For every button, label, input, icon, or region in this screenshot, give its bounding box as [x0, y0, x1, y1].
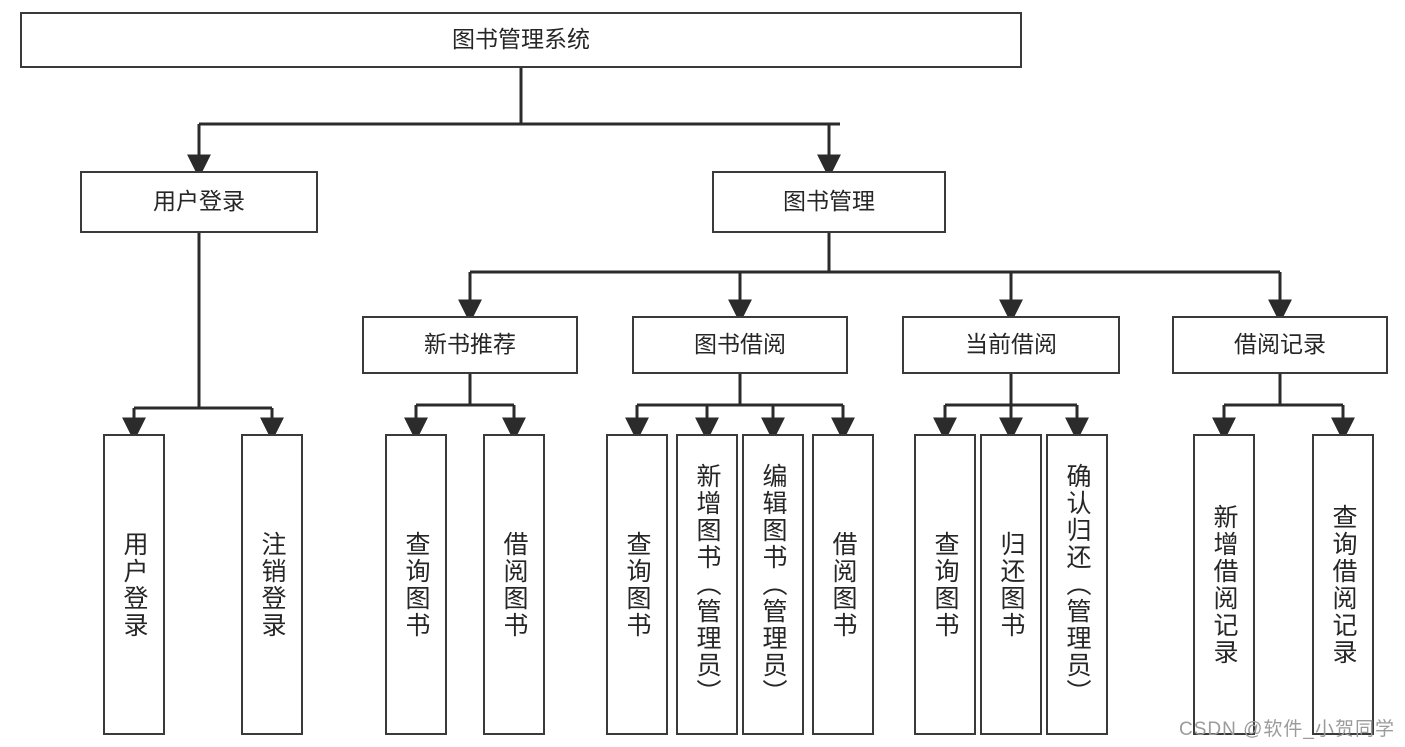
node-leaf-confirm-return-label: 确认归还（管理员）	[1063, 463, 1091, 706]
node-leaf-query-book-current-label: 查询图书	[931, 530, 959, 639]
node-leaf-query-borrow-record-label: 查询借阅记录	[1329, 503, 1357, 666]
node-leaf-edit-book[interactable]: 编辑图书（管理员）	[742, 434, 804, 735]
node-leaf-borrow-book-recommend-label: 借阅图书	[500, 530, 528, 639]
node-leaf-query-book-borrow[interactable]: 查询图书	[606, 434, 668, 735]
node-leaf-add-borrow-record-label: 新增借阅记录	[1210, 503, 1238, 666]
node-book-management-label: 图书管理	[783, 188, 875, 215]
node-leaf-return-book-label: 归还图书	[997, 530, 1025, 639]
node-leaf-query-book-current[interactable]: 查询图书	[914, 434, 976, 735]
node-book-borrow[interactable]: 图书借阅	[632, 316, 848, 374]
node-leaf-edit-book-label: 编辑图书（管理员）	[759, 463, 787, 706]
node-leaf-user-logout-label: 注销登录	[258, 530, 286, 639]
node-leaf-user-login-label: 用户登录	[120, 530, 148, 639]
node-leaf-user-logout[interactable]: 注销登录	[241, 434, 303, 735]
node-borrow-records-label: 借阅记录	[1234, 331, 1326, 358]
node-new-book-recommend[interactable]: 新书推荐	[362, 316, 578, 374]
node-leaf-add-borrow-record[interactable]: 新增借阅记录	[1193, 434, 1255, 735]
node-user-login[interactable]: 用户登录	[80, 171, 318, 233]
node-book-borrow-label: 图书借阅	[694, 331, 786, 358]
node-user-login-label: 用户登录	[153, 188, 245, 215]
node-leaf-query-borrow-record[interactable]: 查询借阅记录	[1312, 434, 1374, 735]
node-book-management[interactable]: 图书管理	[712, 171, 946, 233]
node-leaf-confirm-return[interactable]: 确认归还（管理员）	[1046, 434, 1108, 735]
watermark: CSDN @软件_小贺同学	[1179, 719, 1395, 740]
node-current-borrow[interactable]: 当前借阅	[902, 316, 1120, 374]
node-leaf-borrow-book-label: 借阅图书	[829, 530, 857, 639]
node-leaf-query-book-recommend[interactable]: 查询图书	[385, 434, 447, 735]
node-leaf-add-book-label: 新增图书（管理员）	[693, 463, 721, 706]
node-leaf-query-book-recommend-label: 查询图书	[402, 530, 430, 639]
node-root-label: 图书管理系统	[452, 26, 590, 53]
node-leaf-query-book-borrow-label: 查询图书	[623, 530, 651, 639]
node-leaf-user-login[interactable]: 用户登录	[103, 434, 165, 735]
node-current-borrow-label: 当前借阅	[965, 331, 1057, 358]
node-leaf-add-book[interactable]: 新增图书（管理员）	[676, 434, 738, 735]
node-leaf-borrow-book[interactable]: 借阅图书	[812, 434, 874, 735]
node-new-book-recommend-label: 新书推荐	[424, 331, 516, 358]
node-leaf-borrow-book-recommend[interactable]: 借阅图书	[483, 434, 545, 735]
node-leaf-return-book[interactable]: 归还图书	[980, 434, 1042, 735]
node-borrow-records[interactable]: 借阅记录	[1172, 316, 1388, 374]
node-root[interactable]: 图书管理系统	[20, 12, 1022, 68]
